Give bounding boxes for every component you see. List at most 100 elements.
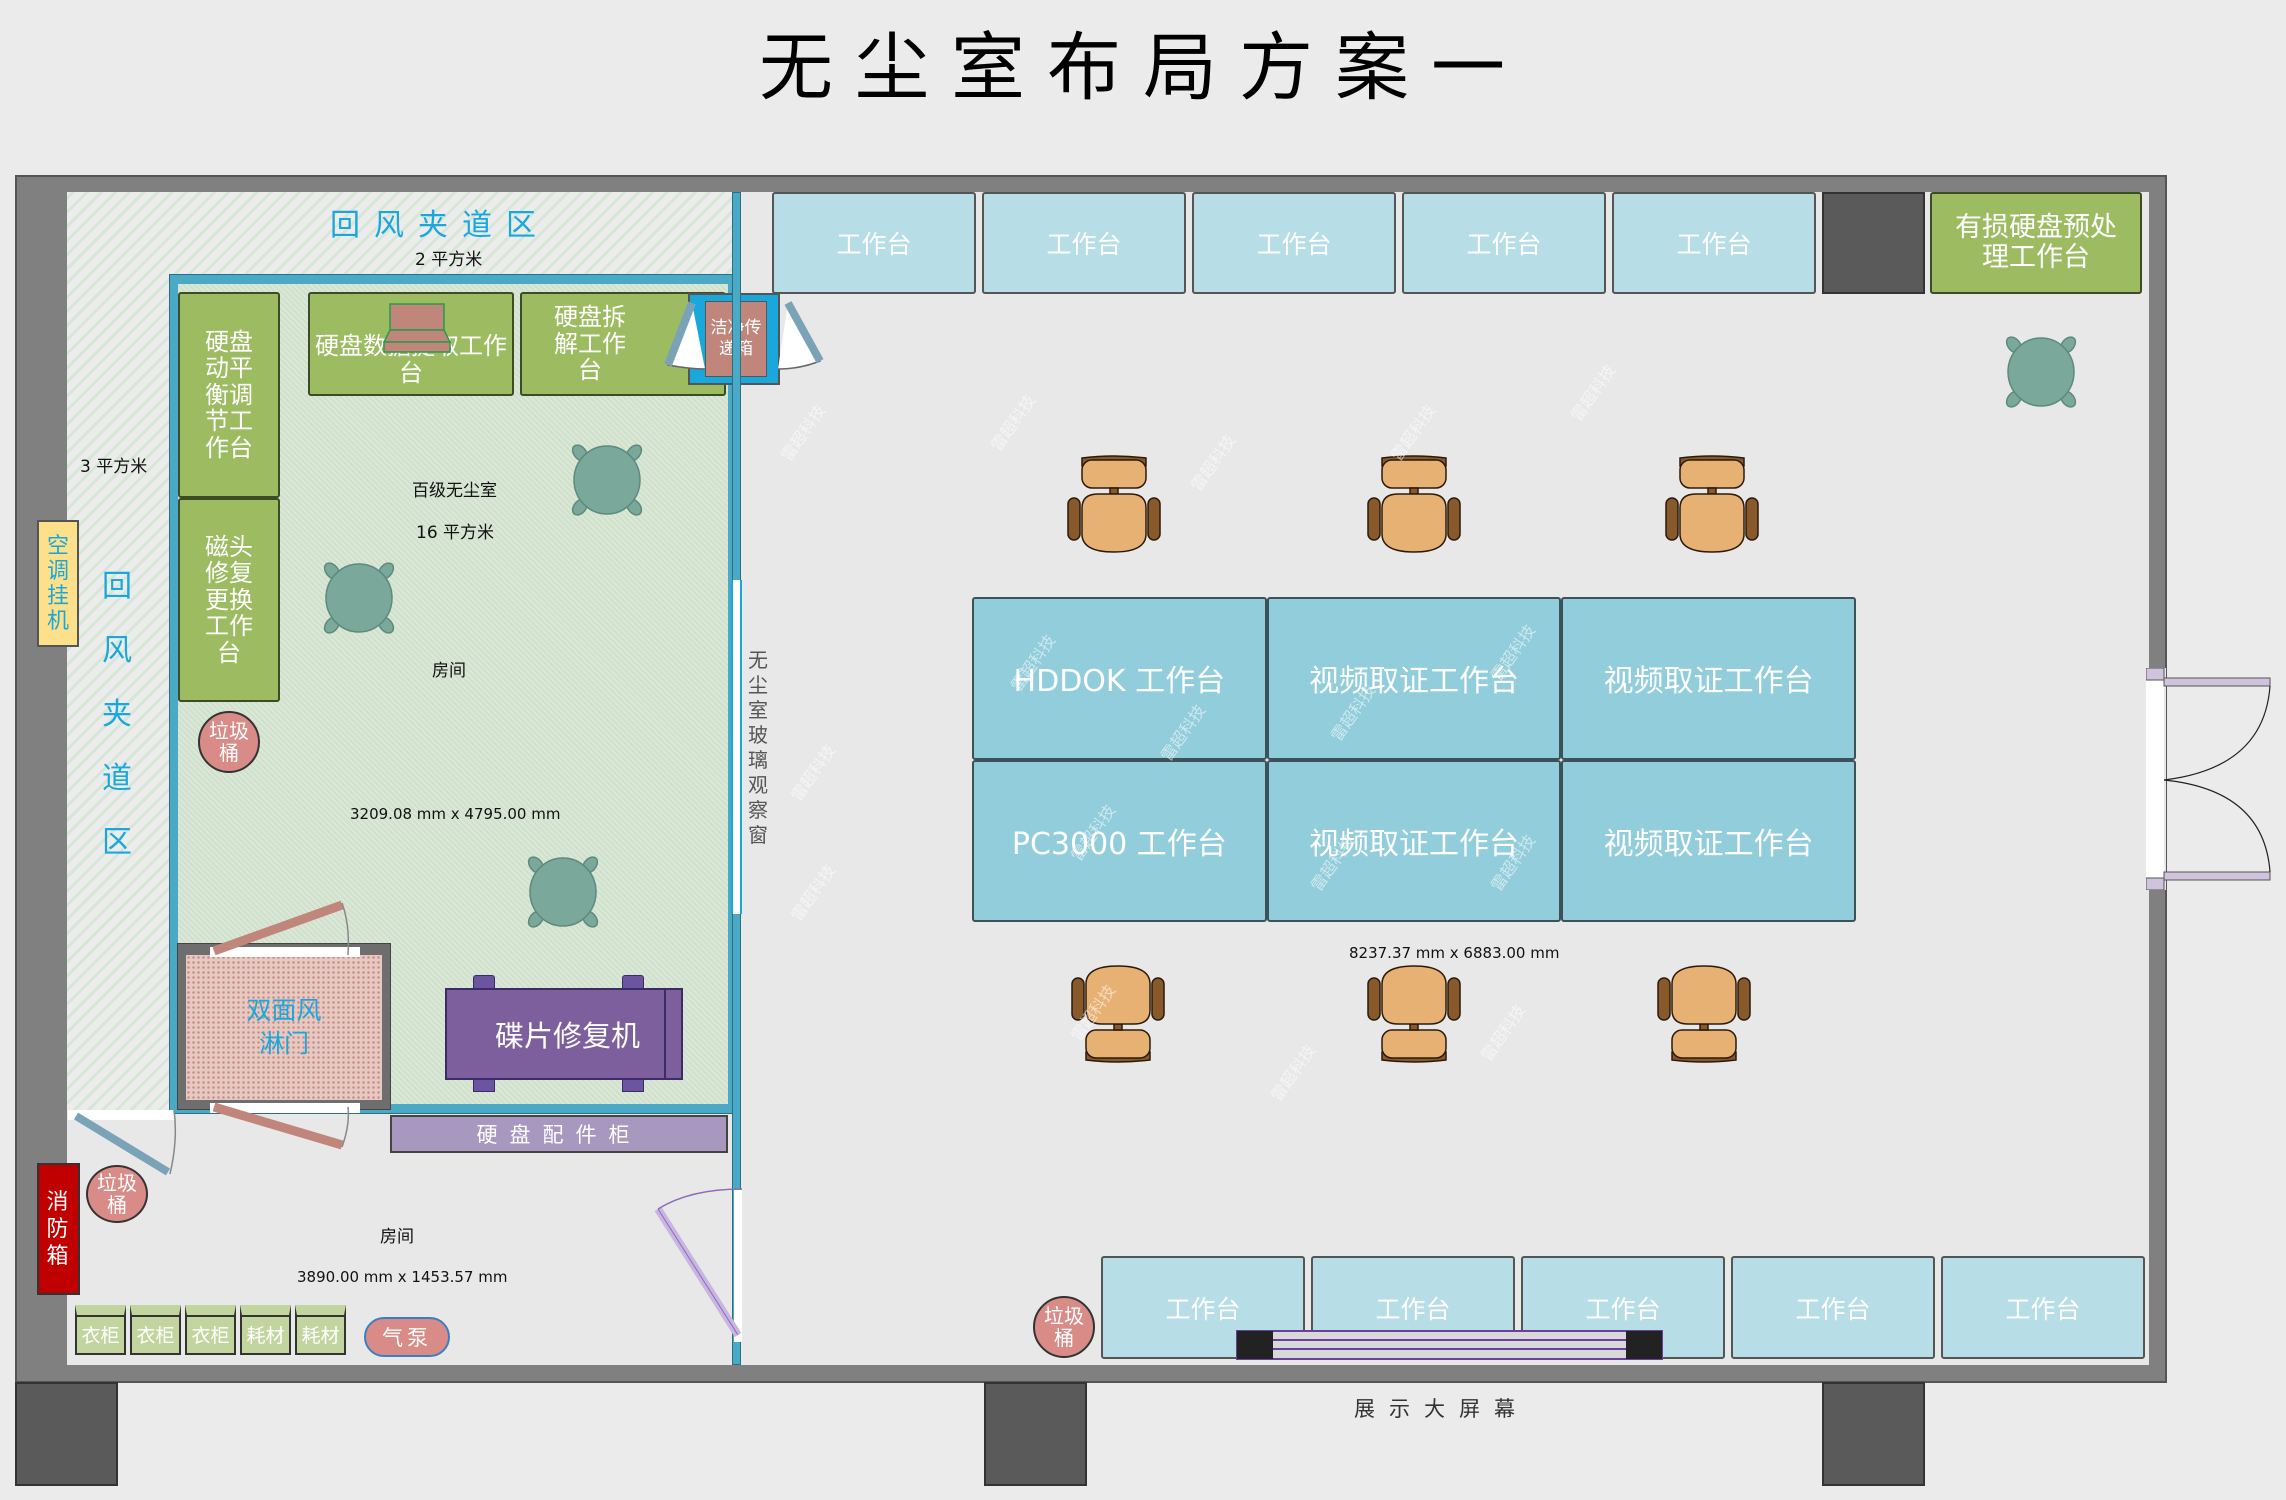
clean-room-label: 房间 [432,661,466,681]
center-table[interactable]: 视频取证工作台 [1561,759,1856,922]
trash-bin-label: 垃圾桶 [1044,1304,1084,1350]
trash-bin-anteroom[interactable]: 垃圾桶 [86,1165,148,1223]
workbench[interactable]: 工作台 [1731,1256,1935,1359]
disk-device-icon [382,303,452,353]
workbench[interactable]: 工作台 [1612,192,1816,294]
bench-disassembly-label: 硬盘拆解工作台 [554,303,626,385]
center-table-label: PC3000 工作台 [1011,826,1227,862]
office-chair[interactable] [1066,962,1170,1070]
office-chair[interactable] [1062,452,1166,560]
workbench-label: 工作台 [1585,1294,1661,1324]
workbench-label: 工作台 [1466,230,1542,259]
locker[interactable]: 衣柜 [185,1305,236,1355]
clean-room-area: 16 平方米 [416,523,495,543]
main-room-door [654,1188,743,1342]
center-table-label: 视频取证工作台 [1308,664,1519,700]
pillar [1822,192,1925,294]
workbench-label: 工作台 [1256,230,1332,259]
locker-row: 衣柜 衣柜 衣柜 耗材 耗材 [75,1305,346,1355]
bench-balance[interactable]: 硬盘动平衡调节工作台 [178,292,280,498]
anteroom-dimensions: 3890.00 mm x 1453.57 mm [297,1268,508,1286]
locker-label: 衣柜 [136,1324,175,1347]
air-shower-label: 双面风淋门 [246,996,322,1058]
workbench-label: 工作台 [2005,1294,2081,1324]
workbench[interactable]: 工作台 [1402,192,1606,294]
glass-window-label: 无尘室玻璃观察窗 [748,648,768,847]
return-air-left-area: 3 平方米 [80,457,148,477]
center-table[interactable]: 视频取证工作台 [1266,759,1562,922]
glass-window[interactable] [731,580,742,914]
trash-bin-clean-room[interactable]: 垃圾桶 [198,711,260,773]
damaged-disk-bench-label: 有损硬盘预处理工作台 [1955,212,2117,273]
screen-label: 展示大屏幕 [1354,1397,1529,1421]
column [1822,1382,1925,1486]
anteroom-label: 房间 [380,1227,414,1247]
trash-bin-label: 垃圾桶 [209,719,249,765]
entrance-double-door[interactable] [2146,668,2271,890]
center-table-label: 视频取证工作台 [1603,664,1814,700]
trash-bin-label: 垃圾桶 [97,1171,137,1217]
air-pump[interactable]: 气泵 [364,1317,450,1357]
workbench-label: 工作台 [1676,230,1752,259]
workbench-label: 工作台 [1375,1294,1451,1324]
platter-machine-label: 碟片修复机 [495,1019,641,1053]
display-screen[interactable] [1236,1330,1663,1360]
workbench-label: 工作台 [1165,1294,1241,1324]
air-shower-doors [210,900,360,1150]
center-table[interactable]: 视频取证工作台 [1561,597,1856,760]
parts-cabinet[interactable]: 硬盘配件柜 [390,1115,728,1153]
fire-box[interactable]: 消防箱 [37,1163,80,1295]
center-table[interactable]: 视频取证工作台 [1266,597,1562,760]
bench-head-repair[interactable]: 磁头修复更换工作台 [178,498,280,702]
bench-head-repair-label: 磁头修复更换工作台 [205,533,253,667]
stool[interactable] [570,443,644,517]
column [15,1382,118,1486]
ac-unit-label: 空调挂机 [46,533,69,634]
clean-room-name: 百级无尘室 [412,481,497,501]
return-air-top-label: 回风夹道区 [330,208,550,243]
stool[interactable] [2004,335,2078,409]
office-chair[interactable] [1362,452,1466,560]
workbench[interactable]: 工作台 [982,192,1186,294]
ac-unit: 空调挂机 [37,520,79,647]
center-tables: HDDOK 工作台 视频取证工作台 视频取证工作台 PC3000 工作台 视频取… [972,597,1856,922]
top-bench-row: 工作台 工作台 工作台 工作台 工作台 [772,192,1816,294]
air-pump-label: 气泵 [382,1326,432,1350]
center-table[interactable]: PC3000 工作台 [972,759,1267,922]
locker[interactable]: 衣柜 [130,1305,181,1355]
office-chair[interactable] [1652,962,1756,1070]
page-title: 无尘室布局方案一 [759,25,1527,111]
office-chair[interactable] [1660,452,1764,560]
bench-balance-label: 硬盘动平衡调节工作台 [205,328,253,462]
platter-repair-machine[interactable]: 碟片修复机 [445,988,683,1080]
return-air-left-label: 回风夹道区 [102,569,132,860]
locker-label: 耗材 [301,1324,340,1347]
parts-cabinet-label: 硬盘配件柜 [476,1123,642,1147]
column [984,1382,1087,1486]
center-table-label: 视频取证工作台 [1603,826,1814,862]
main-room-dimensions: 8237.37 mm x 6883.00 mm [1349,944,1560,962]
air-shower-floor: 双面风淋门 [186,955,382,1100]
locker[interactable]: 衣柜 [75,1305,126,1355]
damaged-disk-bench[interactable]: 有损硬盘预处理工作台 [1930,192,2142,294]
locker-label: 衣柜 [81,1324,120,1347]
center-table[interactable]: HDDOK 工作台 [972,597,1267,760]
supply-cabinet[interactable]: 耗材 [295,1305,346,1355]
supply-cabinet[interactable]: 耗材 [240,1305,291,1355]
trash-bin-main[interactable]: 垃圾桶 [1033,1296,1095,1358]
locker-label: 衣柜 [191,1324,230,1347]
fire-box-label: 消防箱 [46,1189,69,1269]
workbench-label: 工作台 [1046,230,1122,259]
center-table-label: HDDOK 工作台 [1013,664,1226,700]
office-chair[interactable] [1362,962,1466,1070]
workbench[interactable]: 工作台 [772,192,976,294]
stool[interactable] [322,561,396,635]
workbench[interactable]: 工作台 [1941,1256,2145,1359]
platter-machine-side [664,988,683,1080]
workbench[interactable]: 工作台 [1192,192,1396,294]
anteroom-door [68,1109,177,1176]
stool[interactable] [526,855,600,929]
locker-label: 耗材 [246,1324,285,1347]
center-table-label: 视频取证工作台 [1308,826,1519,862]
workbench-label: 工作台 [836,230,912,259]
